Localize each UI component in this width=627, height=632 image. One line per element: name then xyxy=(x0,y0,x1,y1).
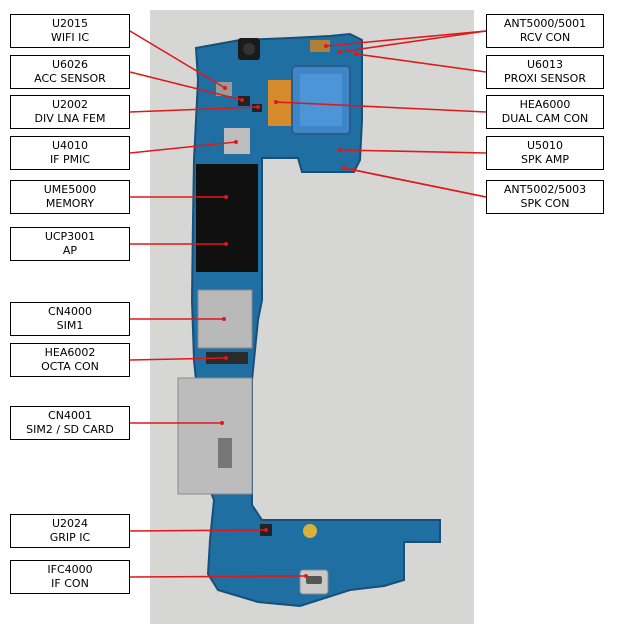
label-part-number: CN4000 xyxy=(48,305,92,318)
label-hea6002: HEA6002 OCTA CON xyxy=(10,343,130,377)
label-part-number: CN4001 xyxy=(48,409,92,422)
arrow-ifc4000 xyxy=(129,575,307,578)
label-part-number: U4010 xyxy=(51,139,89,152)
arrow-hea6000 xyxy=(275,101,487,113)
arrow-head xyxy=(338,50,342,54)
label-cn4000: CN4000 SIM1 xyxy=(10,302,130,336)
label-part-number: U6026 xyxy=(51,58,89,71)
arrow-head xyxy=(224,195,228,199)
arrow-u6026 xyxy=(129,71,243,101)
arrow-head xyxy=(324,44,328,48)
arrow-u2015 xyxy=(129,30,226,89)
arrow-hea6002 xyxy=(129,357,227,361)
label-part-number: ANT5002/5003 xyxy=(503,183,587,196)
arrow-head xyxy=(224,356,228,360)
label-u4010: U4010 IF PMIC xyxy=(10,136,130,170)
label-part-number: U2015 xyxy=(51,17,89,30)
arrow-head xyxy=(223,86,227,90)
label-description: SPK AMP xyxy=(521,153,569,166)
arrow-u4010 xyxy=(129,141,237,154)
arrow-head xyxy=(224,242,228,246)
label-u2015: U2015 WIFI IC xyxy=(10,14,130,48)
sim2-tray xyxy=(177,377,253,495)
arrow-head xyxy=(354,52,358,56)
label-ucp3001: UCP3001 AP xyxy=(10,227,130,261)
label-description: ACC SENSOR xyxy=(34,72,106,85)
label-part-number: U2002 xyxy=(51,98,89,111)
label-ant5000: ANT5000/5001 RCV CON xyxy=(486,14,604,48)
arrow-head xyxy=(222,317,226,321)
label-description: MEMORY xyxy=(45,197,95,210)
arrow-ant5000-a xyxy=(325,30,487,47)
label-u6013: U6013 PROXI SENSOR xyxy=(486,55,604,89)
arrows xyxy=(129,30,487,578)
label-u2024: U2024 GRIP IC xyxy=(10,514,130,548)
label-part-number: UME5000 xyxy=(43,183,97,196)
label-cn4001: CN4001 SIM2 / SD CARD xyxy=(10,406,130,440)
arrow-ant5000-b xyxy=(339,30,487,53)
arrow-head xyxy=(338,148,342,152)
label-description: PROXI SENSOR xyxy=(504,72,586,85)
arrow-heads xyxy=(220,44,358,578)
dual-cam-inner xyxy=(300,74,342,126)
label-description: OCTA CON xyxy=(41,360,99,373)
label-hea6000: HEA6000 DUAL CAM CON xyxy=(486,95,604,129)
arrow-head xyxy=(264,528,268,532)
grip-pad xyxy=(303,524,317,538)
label-u6026: U6026 ACC SENSOR xyxy=(10,55,130,89)
small-chip xyxy=(238,96,250,106)
label-u5010: U5010 SPK AMP xyxy=(486,136,604,170)
label-description: GRIP IC xyxy=(49,531,91,544)
arrow-head xyxy=(342,166,346,170)
label-part-number: U5010 xyxy=(526,139,564,152)
arrow-head xyxy=(274,100,278,104)
label-description: SIM1 xyxy=(56,319,84,332)
label-ume5000: UME5000 MEMORY xyxy=(10,180,130,214)
label-description: DIV LNA FEM xyxy=(34,112,106,125)
label-description: SIM2 / SD CARD xyxy=(26,423,114,436)
arrow-head xyxy=(220,421,224,425)
usb-port xyxy=(306,576,322,584)
label-description: WIFI IC xyxy=(50,31,90,44)
arrow-head xyxy=(304,574,308,578)
arrow-u5010 xyxy=(339,149,487,154)
label-part-number: U2024 xyxy=(51,517,89,530)
label-part-number: U6013 xyxy=(526,58,564,71)
label-part-number: UCP3001 xyxy=(44,230,96,243)
arrow-ant5002-b xyxy=(353,169,487,198)
memory-ap-shield xyxy=(196,164,258,272)
label-description: RCV CON xyxy=(519,31,571,44)
label-description: SPK CON xyxy=(520,197,570,210)
label-ifc4000: IFC4000 IF CON xyxy=(10,560,130,594)
arrow-head xyxy=(352,168,356,172)
camera-lens xyxy=(243,43,255,55)
arrow-u6013 xyxy=(355,53,487,73)
arrow-head xyxy=(256,105,260,109)
label-part-number: IFC4000 xyxy=(47,563,93,576)
sim2-contacts xyxy=(218,438,232,468)
label-ant5002: ANT5002/5003 SPK CON xyxy=(486,180,604,214)
rcv-connector xyxy=(310,40,330,52)
label-u2002: U2002 DIV LNA FEM xyxy=(10,95,130,129)
label-part-number: ANT5000/5001 xyxy=(503,17,587,30)
arrow-head xyxy=(240,98,244,102)
label-part-number: HEA6000 xyxy=(519,98,571,111)
label-description: DUAL CAM CON xyxy=(501,112,589,125)
label-description: AP xyxy=(62,244,78,257)
arrow-u2002 xyxy=(129,106,259,113)
arrow-head xyxy=(234,140,238,144)
label-part-number: HEA6002 xyxy=(44,346,96,359)
label-description: IF PMIC xyxy=(49,153,91,166)
arrow-u2024 xyxy=(129,529,267,532)
label-description: IF CON xyxy=(51,577,89,590)
